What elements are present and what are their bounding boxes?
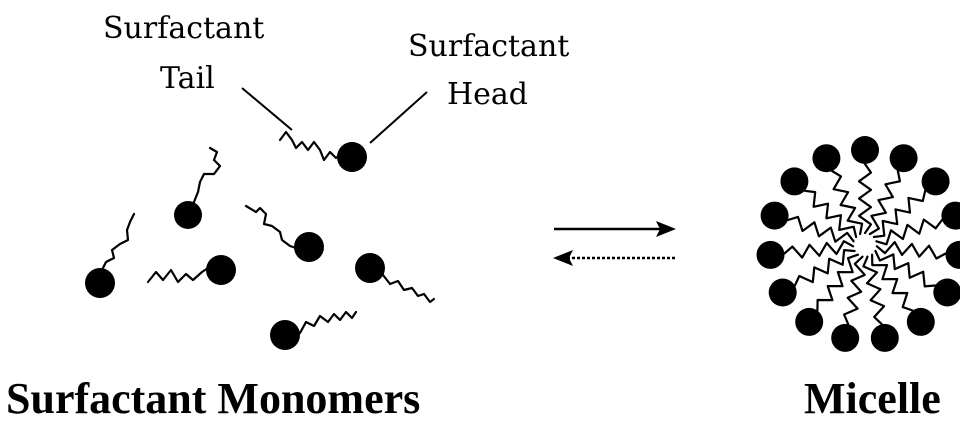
micelle-tail xyxy=(786,215,855,243)
micelle-head xyxy=(780,167,809,196)
monomer xyxy=(270,310,358,350)
head-pointer-line xyxy=(369,91,428,144)
monomer-tail xyxy=(298,310,358,335)
monomer-head xyxy=(174,201,202,229)
micelle-tail xyxy=(793,249,856,287)
head-label-line2: Head xyxy=(447,77,528,112)
micelle-tail xyxy=(872,189,927,239)
micelle-head xyxy=(812,144,841,173)
micelle-tail xyxy=(868,169,901,236)
monomers-caption: Surfactant Monomers xyxy=(6,374,420,423)
micelle-tail xyxy=(857,162,873,235)
micelle-head xyxy=(933,278,960,307)
monomer xyxy=(355,253,436,304)
micelle-tail xyxy=(783,240,855,259)
monomer-tail xyxy=(186,146,222,210)
micelle-head xyxy=(851,136,879,164)
monomer-tail xyxy=(278,130,345,162)
monomer-head xyxy=(270,320,300,350)
monomer xyxy=(146,255,236,285)
micelle-head xyxy=(768,278,797,307)
forward-arrow-head xyxy=(656,221,676,237)
micelle-head xyxy=(889,144,918,173)
micelle-head xyxy=(941,201,960,230)
micelle-aggregate xyxy=(756,136,960,352)
monomer xyxy=(244,204,324,262)
tail-label-line1: Surfactant xyxy=(103,11,264,46)
micelle-tail xyxy=(862,255,886,326)
tail-pointer-line xyxy=(241,87,293,131)
reverse-arrow-head xyxy=(553,250,573,266)
monomer-head xyxy=(294,232,324,262)
micelle-tail xyxy=(875,218,944,246)
monomer xyxy=(174,146,222,229)
monomer-head xyxy=(337,142,367,172)
monomer-tail xyxy=(100,212,136,272)
micelle-tail xyxy=(816,253,859,312)
tail-label-line2: Tail xyxy=(160,61,215,96)
micelle-tail xyxy=(803,189,858,239)
labeled-monomer xyxy=(278,130,367,172)
monomer-head xyxy=(206,255,236,285)
micelle-head xyxy=(760,201,789,230)
monomer-tail xyxy=(381,273,436,304)
micelle-caption: Micelle xyxy=(804,374,941,423)
monomer-tail xyxy=(244,204,298,250)
head-label-line1: Surfactant xyxy=(408,29,569,64)
micelle-head xyxy=(906,307,935,336)
micelle-head xyxy=(945,240,960,269)
micelle-tail xyxy=(874,249,937,288)
micelle-tail xyxy=(831,169,864,236)
micelle-head xyxy=(921,167,950,196)
micelle-head xyxy=(795,307,824,336)
micelle-head xyxy=(756,240,785,269)
monomer xyxy=(85,212,136,298)
micelle-tail xyxy=(875,241,947,260)
micelle-tail xyxy=(871,253,914,312)
micelle-head xyxy=(870,323,899,352)
monomer-tail xyxy=(146,266,210,284)
equilibrium-arrows xyxy=(553,221,676,266)
monomer-head xyxy=(355,253,385,283)
micelle-head xyxy=(831,323,860,352)
micelle-tail xyxy=(843,255,866,326)
monomer-head xyxy=(85,268,115,298)
